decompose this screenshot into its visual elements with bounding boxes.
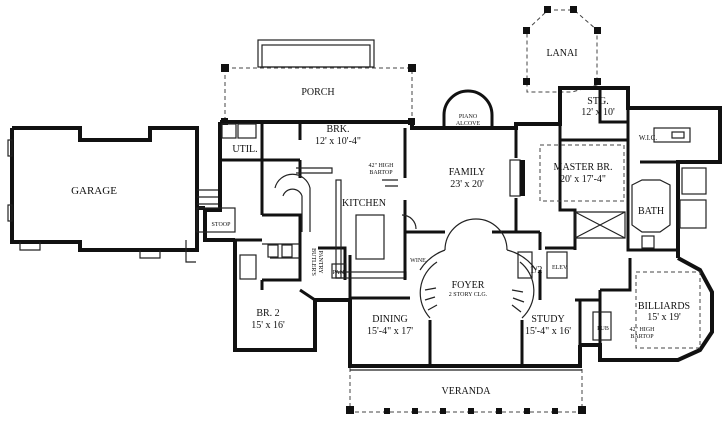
label-util: UTIL. <box>232 144 257 155</box>
label-brk-size: 12' x 10'-4" <box>315 136 361 147</box>
family-walls <box>401 128 540 234</box>
label-master: MASTER BR. <box>554 162 613 173</box>
label-stg: STG. <box>587 96 608 107</box>
foyer-stairs <box>419 218 575 319</box>
kitchen-walls <box>260 122 407 298</box>
label-study: STUDY <box>531 314 564 325</box>
label-dining: DINING <box>372 314 408 325</box>
label-lanai: LANAI <box>546 48 577 59</box>
label-veranda: VERANDA <box>442 386 492 397</box>
label-billiards-size: 15' x 19' <box>647 312 681 323</box>
label-piano: PIANO <box>459 114 478 120</box>
label-bartop2-1: 42" HIGH <box>630 327 656 333</box>
label-half-bath: 1/2 <box>530 265 543 276</box>
veranda <box>346 368 586 414</box>
label-pub: PUB <box>597 326 609 332</box>
label-brk: BRK. <box>326 124 349 135</box>
label-family: FAMILY <box>449 167 486 178</box>
label-foyer: FOYER <box>452 280 485 291</box>
label-elev: ELEV. <box>552 265 569 271</box>
label-stoop: STOOP <box>212 222 232 228</box>
piano-alcove <box>442 89 494 128</box>
label-br2: BR. 2 <box>256 308 279 319</box>
porch <box>221 39 416 125</box>
front-rooms <box>350 290 602 366</box>
label-dining-size: 15'-4" x 17' <box>367 326 413 337</box>
label-garage: GARAGE <box>71 185 117 197</box>
label-pan: PAN. <box>333 270 346 276</box>
label-billiards: BILLIARDS <box>638 301 690 312</box>
label-pantry: PANTRY <box>317 250 323 274</box>
master-walls <box>539 88 707 252</box>
label-family-size: 23' x 20' <box>450 179 484 190</box>
label-kitchen: KITCHEN <box>342 198 386 209</box>
label-bath: BATH <box>638 206 664 217</box>
label-butlers: BUTLER'S <box>310 248 316 276</box>
label-wine: WINE <box>410 258 426 264</box>
stoop <box>196 207 236 233</box>
lanai <box>523 6 601 93</box>
br2-walls <box>235 238 316 302</box>
label-master-size: 20' x 17'-4" <box>560 174 606 185</box>
label-wic: W.I.C. <box>639 134 657 142</box>
label-bartop-2: BARTOP <box>369 170 393 176</box>
label-alcove: ALCOVE <box>456 121 481 127</box>
label-study-size: 15'-4" x 16' <box>525 326 571 337</box>
label-bartop2-2: BARTOP <box>630 334 654 340</box>
label-foyer-sub: 2 STORY CLG. <box>449 292 488 298</box>
label-bartop-1: 42" HIGH <box>369 163 395 169</box>
garage <box>7 126 218 263</box>
label-br2-size: 15' x 16' <box>251 320 285 331</box>
billiards-walls <box>592 258 701 349</box>
label-stg-size: 12' x 10' <box>581 107 615 118</box>
label-porch: PORCH <box>301 87 334 98</box>
